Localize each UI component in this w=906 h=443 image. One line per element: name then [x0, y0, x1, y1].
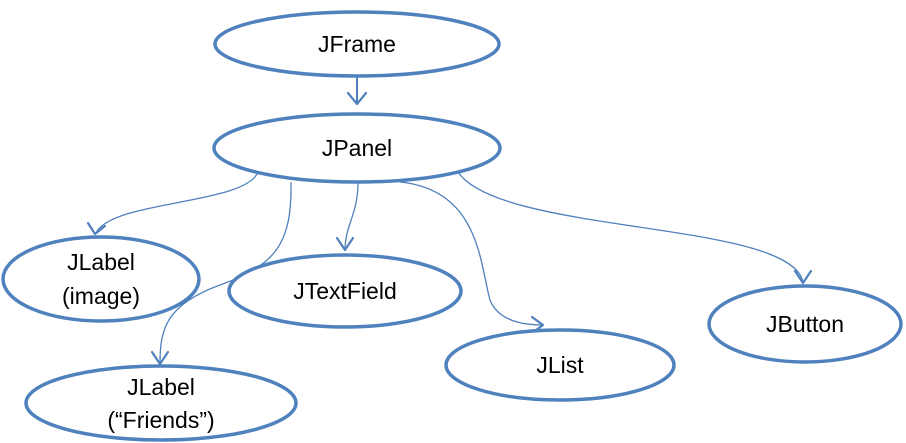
node-jlabel-image-label-line2: (image) [62, 283, 140, 309]
edge-jframe-jpanel [346, 76, 368, 106]
edge-jpanel-jtextfield [335, 181, 359, 252]
edge-jpanel-jlabel-friends [150, 181, 292, 366]
edge-jpanel-jbutton [457, 171, 813, 285]
node-jlabel-friends-label-line1: JLabel [127, 374, 195, 400]
node-jtextfield-label: JTextField [293, 278, 397, 304]
node-jpanel: JPanel [212, 112, 502, 184]
node-jbutton-label: JButton [766, 311, 844, 337]
node-jlabel-friends: JLabel (“Friends”) [24, 364, 298, 442]
node-jlabel-image-label-line1: JLabel [67, 249, 135, 275]
node-jpanel-label: JPanel [322, 135, 392, 161]
node-jframe-label: JFrame [318, 31, 396, 57]
node-jframe: JFrame [213, 10, 501, 78]
node-jlist: JList [444, 328, 676, 402]
node-jbutton: JButton [707, 284, 903, 364]
edge-jpanel-jlabel-image [86, 171, 259, 236]
node-jlist-label: JList [536, 352, 584, 378]
node-jlabel-friends-label-line2: (“Friends”) [107, 407, 214, 433]
node-jlabel-image: JLabel (image) [1, 235, 201, 323]
node-jtextfield: JTextField [227, 253, 463, 329]
